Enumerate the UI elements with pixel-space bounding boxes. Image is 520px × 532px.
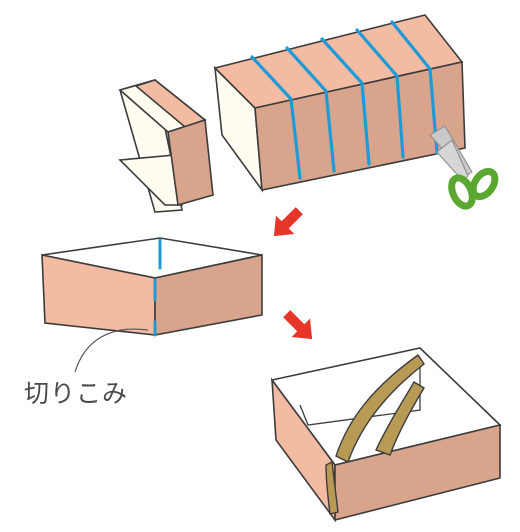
step-arrow-1: [273, 207, 303, 237]
scissors-icon: [429, 125, 499, 210]
tape-band: [285, 46, 336, 173]
arrow-icon: [273, 207, 303, 237]
arrow-icon: [283, 310, 313, 340]
strap-handle: [335, 354, 425, 463]
notch-label: 切りこみ: [24, 379, 128, 408]
cut-piece-bottom-flap: [118, 154, 183, 206]
open-box: [41, 237, 263, 337]
scissors-blade: [436, 139, 469, 181]
tape-band: [390, 20, 439, 155]
cut-piece-side-face: [167, 118, 214, 207]
step-arrow-2: [283, 310, 313, 340]
long-carton: [213, 14, 466, 193]
strap-handle: [325, 460, 339, 515]
notch-leader-line: [74, 328, 149, 373]
open-box-side-face: [154, 254, 263, 336]
cut-piece-small: [118, 78, 214, 213]
tape-band: [250, 55, 302, 180]
finished-box: [270, 347, 502, 523]
scissors-handle: [469, 167, 499, 201]
tape-band: [355, 28, 405, 159]
long-carton-front-face: [254, 61, 466, 191]
strap-handle: [375, 381, 425, 456]
tape-bands: [250, 20, 439, 180]
tape-band: [320, 37, 371, 166]
